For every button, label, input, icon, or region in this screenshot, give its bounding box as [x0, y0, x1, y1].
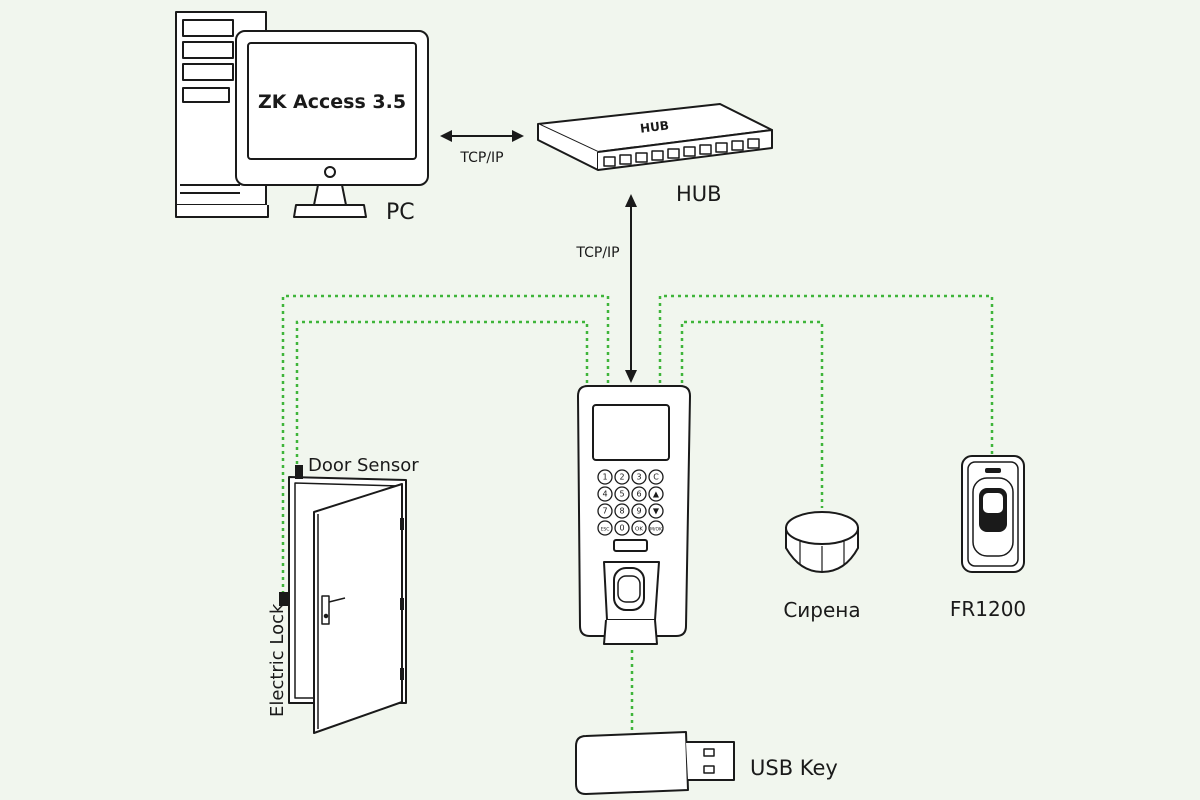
- hub-case-text: HUB: [639, 118, 669, 135]
- keypad-key: 6: [631, 486, 647, 502]
- keypad-key-label: 1: [602, 473, 607, 482]
- keypad-key: M/OK: [648, 520, 664, 536]
- door-leaf: [313, 483, 403, 734]
- keypad-key: 9: [631, 503, 647, 519]
- hub-device-link-label: TCP/IP: [575, 245, 619, 261]
- keypad-key: 1: [597, 469, 613, 485]
- keypad-key-label: 5: [619, 490, 624, 499]
- hub-device: [537, 103, 773, 171]
- keypad-key-label: OK: [635, 527, 643, 533]
- keypad-key-label: 2: [619, 473, 624, 482]
- fr1200-reader: [961, 455, 1025, 573]
- keypad-key-label: 7: [602, 507, 607, 516]
- siren-device: [785, 511, 859, 574]
- electric-lock-label: Electric Lock: [267, 603, 288, 717]
- pc-label: PC: [386, 200, 415, 225]
- keypad-key-label: ESC: [601, 527, 610, 533]
- keypad-key-label: 8: [619, 507, 624, 516]
- door-sensor-mark: [295, 465, 303, 479]
- keypad-key: C: [648, 469, 664, 485]
- wire-reader: [658, 294, 994, 456]
- keypad-key-label: ▼: [653, 507, 660, 516]
- wire-door-sensor: [295, 320, 589, 470]
- keypad-key-label: C: [653, 473, 659, 482]
- electric-lock-mark: [279, 592, 288, 606]
- keypad-key-label: 0: [619, 524, 624, 533]
- wiring: [281, 294, 994, 730]
- wire-siren: [680, 320, 824, 508]
- door-sensor-label: Door Sensor: [308, 455, 419, 476]
- keypad-key-label: 6: [636, 490, 641, 499]
- door: [288, 476, 407, 734]
- keypad-key: 2: [614, 469, 630, 485]
- pc-screen-text: ZK Access 3.5: [258, 91, 406, 113]
- pc-device: [175, 11, 429, 218]
- keypad-key: OK: [631, 520, 647, 536]
- terminal-keypad: 1 2 3 C 4 5 6 ▲ 7 8 9 ▼ ESC 0 OK M/OK: [597, 469, 664, 536]
- pc-hub-link-arrow: [440, 130, 524, 142]
- keypad-key-label: 4: [602, 490, 607, 499]
- pc-hub-link-label: TCP/IP: [459, 150, 503, 166]
- wire-electric-lock: [281, 294, 610, 598]
- usb-key-label: USB Key: [750, 756, 838, 780]
- fr1200-label: FR1200: [950, 597, 1026, 621]
- keypad-key: ▲: [648, 486, 664, 502]
- hub-ports: [603, 138, 760, 167]
- keypad-key-label: M/OK: [650, 527, 663, 533]
- terminal-card-slot: [613, 539, 648, 552]
- keypad-key: 7: [597, 503, 613, 519]
- keypad-key-label: 9: [636, 507, 641, 516]
- keypad-key: ▼: [648, 503, 664, 519]
- keypad-key: 4: [597, 486, 613, 502]
- usb-key: [575, 731, 735, 795]
- siren-label: Сирена: [783, 598, 860, 622]
- door-handle: [321, 595, 346, 625]
- keypad-key: ESC: [597, 520, 613, 536]
- keypad-key-label: ▲: [653, 490, 660, 499]
- hub-label: HUB: [676, 182, 722, 206]
- pc-monitor: [235, 30, 429, 218]
- hub-device-link-arrow: [625, 194, 637, 383]
- keypad-key: 8: [614, 503, 630, 519]
- terminal-screen: [592, 404, 670, 461]
- keypad-key-label: 3: [636, 473, 641, 482]
- keypad-key: 0: [614, 520, 630, 536]
- keypad-key: 3: [631, 469, 647, 485]
- keypad-key: 5: [614, 486, 630, 502]
